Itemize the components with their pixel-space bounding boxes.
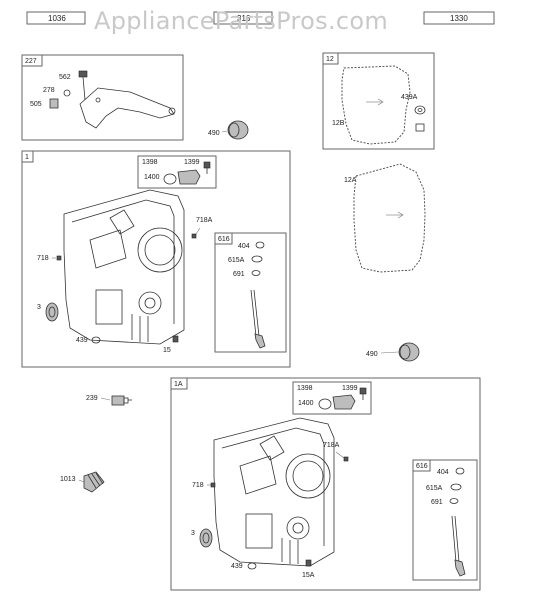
gasket-12b[interactable] — [341, 65, 411, 145]
group-616-1a-label: 616 — [416, 463, 428, 470]
label-718a: 718A — [196, 217, 213, 224]
dipstick-tube-1a[interactable] — [451, 515, 466, 577]
header-tag-316[interactable]: 316 — [213, 11, 273, 25]
crankcase-block-1a[interactable] — [213, 417, 335, 567]
group-1: 1 1398 1399 1400 718A 718 — [21, 150, 291, 368]
oring-615a[interactable] — [251, 255, 263, 263]
group-12: 12 12B 439A — [322, 52, 435, 150]
label-15: 15 — [163, 347, 171, 354]
svg-text:239: 239 — [86, 395, 98, 402]
label-12b: 12B — [332, 120, 345, 127]
label-615a-1a: 615A — [426, 485, 443, 492]
gasket-1400-1a[interactable] — [318, 398, 332, 410]
sensor-239[interactable]: 239 — [86, 395, 132, 406]
label-439: 439 — [76, 337, 88, 344]
svg-text:316: 316 — [237, 14, 251, 23]
label-1399-1a: 1399 — [342, 385, 358, 392]
label-615a: 615A — [228, 257, 245, 264]
group-1a-label: 1A — [174, 381, 183, 388]
label-439a: 439A — [401, 94, 418, 101]
screw-1399[interactable] — [203, 161, 211, 169]
label-718-1a: 718 — [192, 482, 204, 489]
seal-439[interactable] — [91, 336, 101, 344]
header-tag-1330[interactable]: 1330 — [423, 11, 495, 25]
seal-439a[interactable] — [414, 105, 426, 115]
label-718: 718 — [37, 255, 49, 262]
seal-3-1a[interactable] — [199, 528, 213, 548]
label-718a-1a: 718A — [323, 442, 340, 449]
screw-1399-1a[interactable] — [359, 387, 367, 395]
bracket-part[interactable] — [79, 87, 175, 129]
oring-404[interactable] — [255, 241, 265, 249]
svg-text:1036: 1036 — [48, 14, 66, 23]
group-616-label: 616 — [218, 236, 230, 243]
label-1400-1a: 1400 — [298, 400, 314, 407]
pin-718[interactable] — [56, 255, 62, 261]
group-12-label: 12 — [326, 56, 334, 63]
seal-439-1a[interactable] — [247, 562, 257, 570]
plug-15[interactable] — [172, 335, 179, 343]
gasket-1400[interactable] — [163, 173, 177, 185]
label-562: 562 — [59, 74, 71, 81]
label-1400: 1400 — [144, 174, 160, 181]
label-439-1a: 439 — [231, 563, 243, 570]
label-15a: 15A — [302, 572, 315, 579]
bearing-490-bottom[interactable]: 490 — [366, 342, 420, 362]
crankcase-block[interactable] — [63, 189, 185, 345]
header-tag-1036[interactable]: 1036 — [26, 11, 86, 25]
label-278: 278 — [43, 87, 55, 94]
pin-718a-1a[interactable] — [343, 456, 349, 462]
group-1a: 1A 1398 1399 1400 718A 718 — [170, 377, 481, 591]
label-691: 691 — [233, 271, 245, 278]
label-1398: 1398 — [142, 159, 158, 166]
breather-cover-1398-1a[interactable] — [332, 394, 356, 410]
label-3-1a: 3 — [191, 530, 195, 537]
breather-cover-1398[interactable] — [177, 169, 201, 185]
label-1399: 1399 — [184, 159, 200, 166]
label-3: 3 — [37, 304, 41, 311]
label-404: 404 — [238, 243, 250, 250]
label-404-1a: 404 — [437, 469, 449, 476]
pin-718-1a[interactable] — [210, 482, 216, 488]
gasket-12a[interactable]: 12A — [344, 163, 426, 273]
bolt-part[interactable] — [78, 70, 88, 101]
seal-691[interactable] — [251, 270, 261, 276]
oring-615a-1a[interactable] — [450, 483, 462, 491]
group-227: 227 562 278 505 — [21, 54, 184, 141]
pin-718a[interactable] — [191, 233, 197, 239]
seal-3[interactable] — [45, 302, 59, 322]
group-1-label: 1 — [25, 154, 29, 161]
nut-part[interactable] — [49, 98, 59, 109]
svg-text:12A: 12A — [344, 177, 357, 184]
seal-691-1a[interactable] — [449, 498, 459, 504]
label-691-1a: 691 — [431, 499, 443, 506]
plug-15a[interactable] — [305, 559, 312, 567]
group-227-label: 227 — [25, 58, 37, 65]
svg-text:490: 490 — [208, 130, 220, 137]
watermark: AppliancePartsPros.com — [94, 7, 388, 35]
seal-part[interactable] — [415, 123, 425, 132]
svg-text:1330: 1330 — [450, 14, 468, 23]
dipstick-tube[interactable] — [250, 289, 266, 349]
svg-text:1013: 1013 — [60, 476, 76, 483]
filter-1013[interactable]: 1013 — [60, 471, 105, 493]
label-505: 505 — [30, 101, 42, 108]
oring-404-1a[interactable] — [455, 467, 465, 475]
svg-text:490: 490 — [366, 351, 378, 358]
washer-part[interactable] — [63, 89, 71, 97]
bearing-490-top[interactable]: 490 — [208, 120, 249, 140]
label-1398-1a: 1398 — [297, 385, 313, 392]
